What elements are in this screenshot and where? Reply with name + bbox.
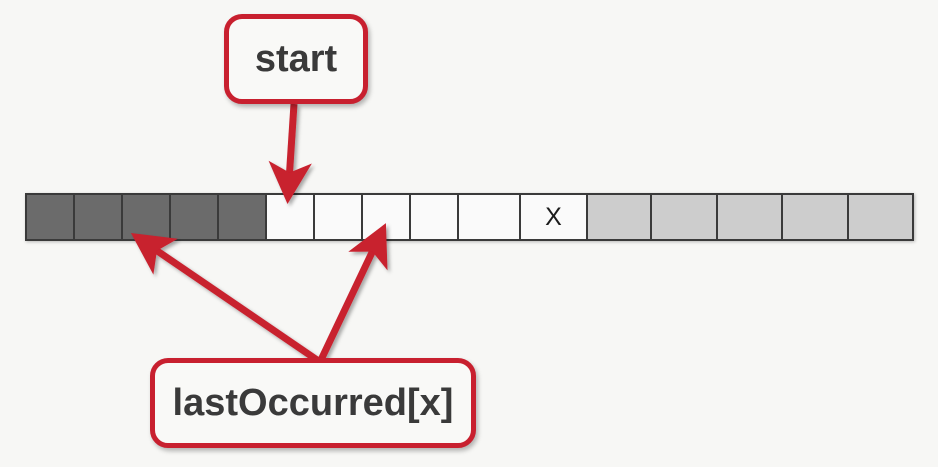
- last-occurred-callout-label: lastOccurred[x]: [172, 381, 454, 424]
- array-row: X: [25, 193, 914, 241]
- array-cell-7[interactable]: [363, 195, 411, 239]
- last-occurred-left-arrow: [130, 232, 322, 365]
- array-cell-11[interactable]: [588, 195, 652, 239]
- array-cell-label-10: X: [545, 202, 562, 231]
- array-cell-14[interactable]: [783, 195, 849, 239]
- start-callout-label: start: [254, 37, 338, 80]
- array-cell-13[interactable]: [718, 195, 783, 239]
- array-cell-10[interactable]: X: [521, 195, 588, 239]
- last-occurred-right-arrow: [316, 223, 388, 364]
- start-callout[interactable]: start: [224, 14, 368, 104]
- last-occurred-callout[interactable]: lastOccurred[x]: [150, 358, 476, 448]
- array-cell-0[interactable]: [27, 195, 75, 239]
- array-cell-12[interactable]: [652, 195, 718, 239]
- array-cell-8[interactable]: [411, 195, 459, 239]
- array-cell-5[interactable]: [267, 195, 315, 239]
- array-cell-15[interactable]: [849, 195, 912, 239]
- array-cell-3[interactable]: [171, 195, 219, 239]
- start-arrow: [268, 103, 312, 205]
- array-cell-2[interactable]: [123, 195, 171, 239]
- array-cell-9[interactable]: [459, 195, 521, 239]
- array-cell-4[interactable]: [219, 195, 267, 239]
- array-cell-1[interactable]: [75, 195, 123, 239]
- array-cell-6[interactable]: [315, 195, 363, 239]
